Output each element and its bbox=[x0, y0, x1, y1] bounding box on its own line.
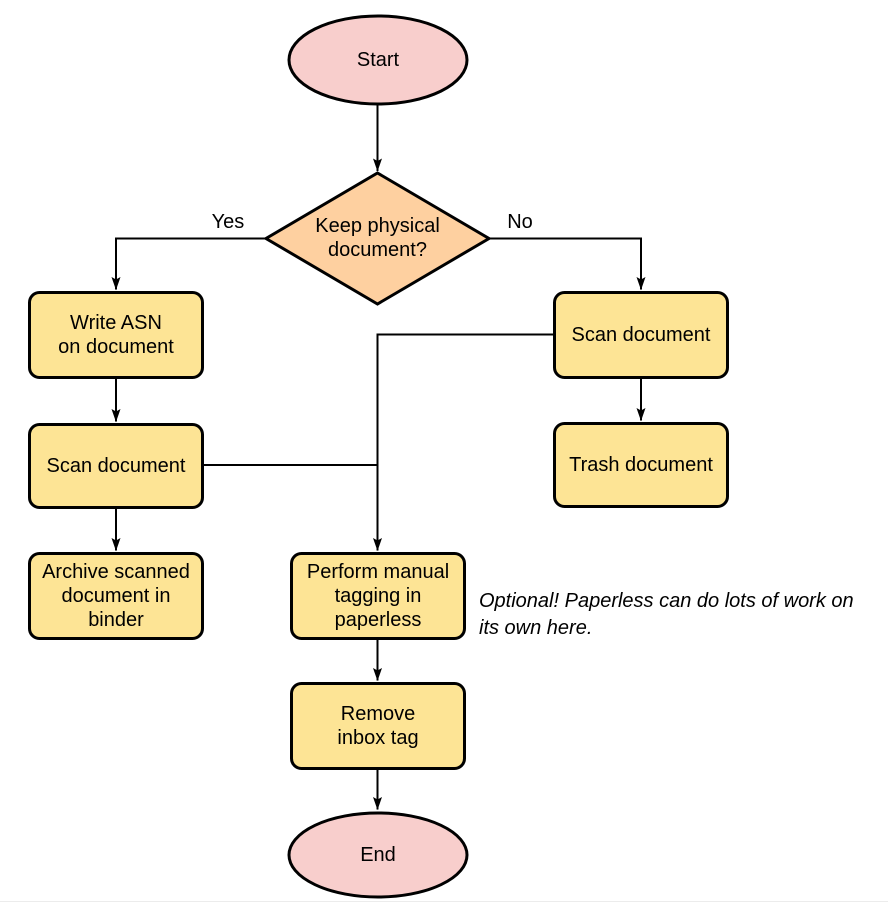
decision-diamond-shape bbox=[263, 171, 492, 306]
remove-inbox-tag-shape bbox=[290, 682, 466, 770]
start-terminator-shape bbox=[287, 14, 469, 106]
trash-document-shape bbox=[553, 422, 729, 508]
edge-label-no: No bbox=[507, 211, 533, 233]
optional-note: Optional! Paperless can do lots of work … bbox=[479, 590, 854, 639]
write-asn-shape bbox=[28, 291, 204, 379]
connector-decision-no-to-scan-right bbox=[489, 237, 646, 290]
connector-decision-yes-to-write-asn bbox=[111, 237, 266, 290]
end-terminator-shape bbox=[287, 811, 469, 899]
edge-label-yes: Yes bbox=[211, 211, 245, 233]
archive-binder-shape bbox=[28, 552, 204, 640]
connector-scan-right-to-tagging bbox=[373, 333, 553, 551]
page-bottom-separator bbox=[0, 901, 888, 902]
scan-document-left-shape bbox=[28, 423, 204, 509]
scan-document-right-shape bbox=[553, 291, 729, 379]
manual-tagging-shape bbox=[290, 552, 466, 640]
